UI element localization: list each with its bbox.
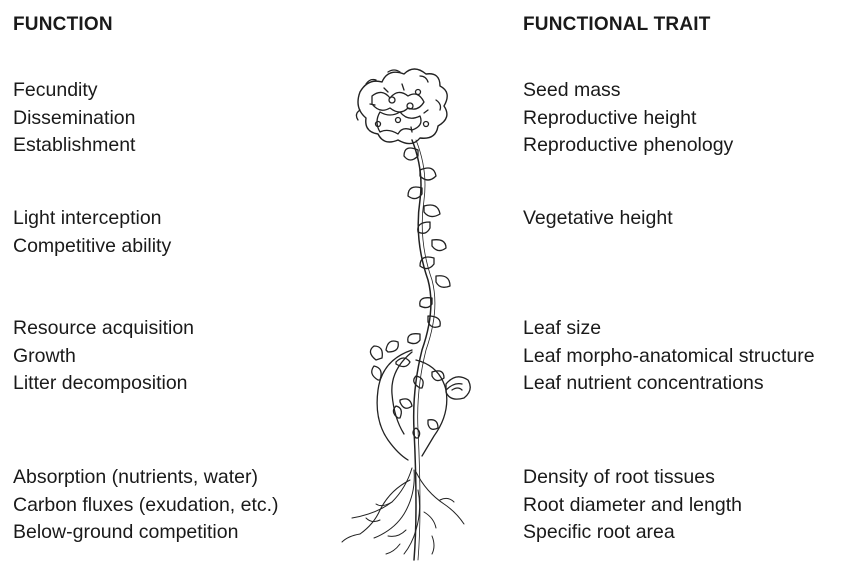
functional-trait-header: FUNCTIONAL TRAIT	[523, 14, 711, 36]
trait-item: Density of root tissues	[523, 464, 742, 492]
function-item: Competitive ability	[13, 233, 171, 261]
trait-item: Leaf nutrient concentrations	[523, 370, 815, 398]
roots	[342, 468, 464, 554]
trait-item: Specific root area	[523, 519, 742, 547]
function-item: Dissemination	[13, 105, 135, 133]
function-item: Absorption (nutrients, water)	[13, 464, 279, 492]
trait-group-reproduction: Seed mass Reproductive height Reproducti…	[523, 77, 733, 160]
trait-item: Reproductive height	[523, 105, 733, 133]
flower-head	[356, 69, 447, 144]
trait-item: Leaf size	[523, 315, 815, 343]
trait-item: Reproductive phenology	[523, 132, 733, 160]
function-item: Carbon fluxes (exudation, etc.)	[13, 492, 279, 520]
stem-leaves	[404, 148, 450, 344]
main-stem	[412, 140, 431, 560]
function-item: Fecundity	[13, 77, 135, 105]
function-header: FUNCTION	[13, 14, 113, 36]
trait-item: Leaf morpho-anatomical structure	[523, 343, 815, 371]
function-item: Resource acquisition	[13, 315, 194, 343]
trait-item: Vegetative height	[523, 205, 673, 233]
trait-group-height: Vegetative height	[523, 205, 673, 233]
function-group-reproduction: Fecundity Dissemination Establishment	[13, 77, 135, 160]
function-group-leaf: Resource acquisition Growth Litter decom…	[13, 315, 194, 398]
function-item: Establishment	[13, 132, 135, 160]
function-group-root: Absorption (nutrients, water) Carbon flu…	[13, 464, 279, 547]
trait-item: Root diameter and length	[523, 492, 742, 520]
function-item: Below-ground competition	[13, 519, 279, 547]
trait-group-leaf: Leaf size Leaf morpho-anatomical structu…	[523, 315, 815, 398]
trait-item: Seed mass	[523, 77, 733, 105]
plant-drawing	[330, 60, 480, 564]
function-item: Light interception	[13, 205, 171, 233]
function-item: Growth	[13, 343, 194, 371]
function-group-height: Light interception Competitive ability	[13, 205, 171, 260]
function-item: Litter decomposition	[13, 370, 194, 398]
trait-group-root: Density of root tissues Root diameter an…	[523, 464, 742, 547]
